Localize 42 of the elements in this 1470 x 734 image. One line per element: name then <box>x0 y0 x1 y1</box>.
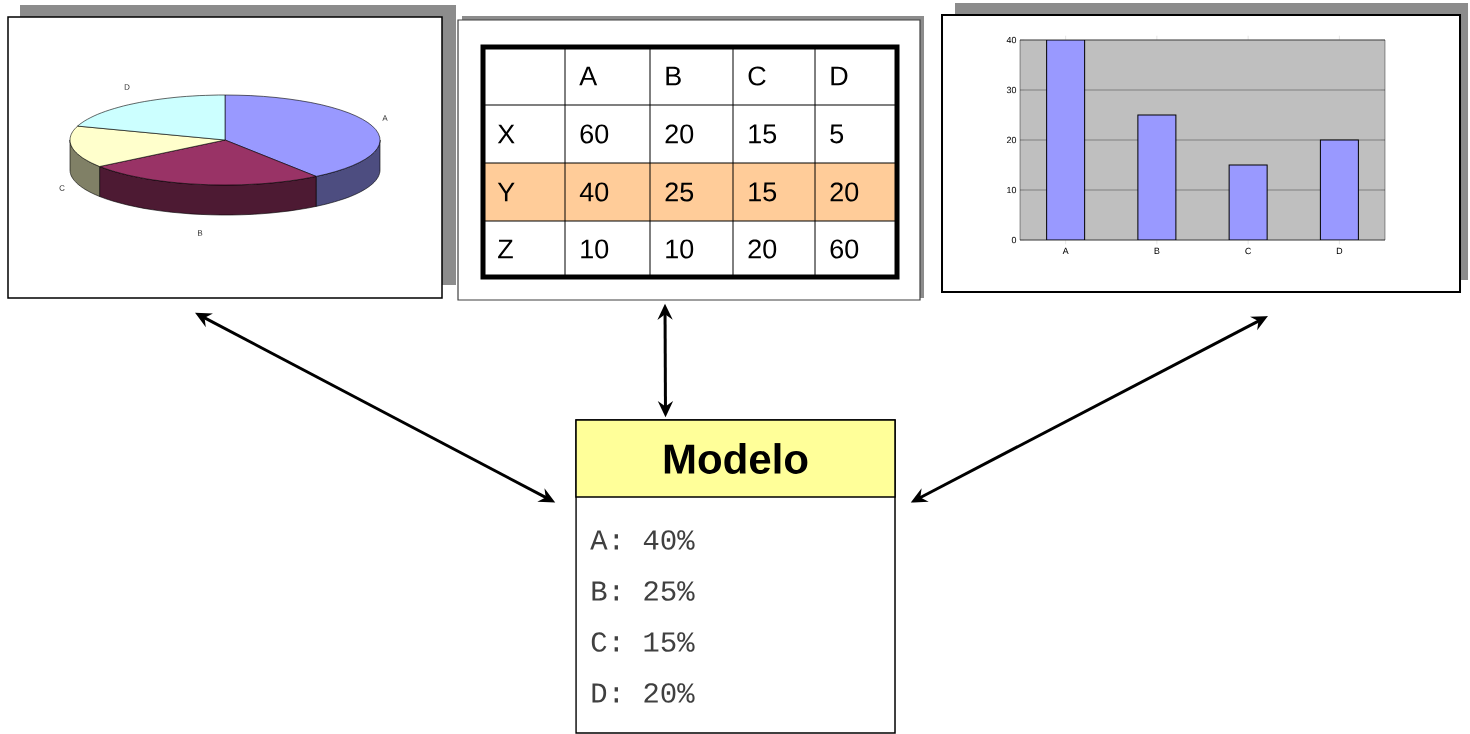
table-cell: A <box>579 66 598 86</box>
x-tick-label: C <box>1245 247 1252 255</box>
table-cell: 25 <box>665 182 694 202</box>
table-cell: 20 <box>830 182 859 202</box>
table-cell: 20 <box>748 239 777 259</box>
y-tick-label: 10 <box>1007 186 1017 194</box>
table-cell: 20 <box>665 124 694 144</box>
bar <box>1319 139 1359 241</box>
table-cell: 5 <box>830 124 844 144</box>
slice-label: B <box>198 230 203 236</box>
table-cell: C <box>748 66 766 86</box>
value-line: A: 40% <box>590 530 695 550</box>
table-cell: 15 <box>749 124 777 144</box>
value-line: D: 20% <box>592 683 695 703</box>
slice-label: C <box>59 185 65 191</box>
bar <box>1046 40 1086 241</box>
table-cell: D <box>831 66 848 86</box>
table-cell: Z <box>498 239 513 259</box>
bar <box>1137 114 1177 241</box>
table-cell: 10 <box>581 239 609 259</box>
y-tick-label: 0 <box>1011 236 1017 244</box>
value-line: B: 25% <box>592 581 695 601</box>
table-cell: Y <box>497 182 515 202</box>
y-tick-label: 40 <box>1006 36 1017 44</box>
bar-chart: A B C D 0 10 20 30 40 <box>1006 35 1386 255</box>
x-tick-label: B <box>1154 247 1160 254</box>
table-cell: 60 <box>580 124 609 144</box>
model-header: Modelo <box>575 419 896 498</box>
table-cell: 15 <box>749 182 777 202</box>
bar <box>1228 164 1268 241</box>
table-cell: 10 <box>666 239 694 259</box>
table-cell: B <box>666 66 681 86</box>
slice-label: D <box>124 84 130 90</box>
x-tick-label: D <box>1336 247 1343 254</box>
table-cell: 40 <box>579 182 609 202</box>
table-cell: X <box>497 124 515 144</box>
table-cell: 60 <box>830 239 859 259</box>
y-tick-label: 20 <box>1006 136 1017 144</box>
slice-label: A <box>382 115 388 121</box>
y-tick-label: 30 <box>1006 86 1017 94</box>
value-line: C: 15% <box>591 632 695 652</box>
x-tick-label: A <box>1062 247 1069 254</box>
